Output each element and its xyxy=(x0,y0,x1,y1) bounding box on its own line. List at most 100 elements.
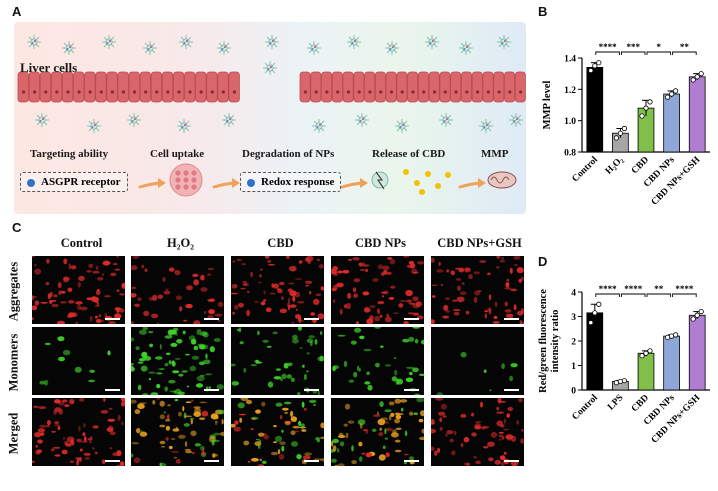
cell-nucleus xyxy=(144,90,148,94)
cell-spot xyxy=(475,421,482,424)
significance-label: * xyxy=(657,42,662,52)
cell-spot xyxy=(405,289,413,297)
scale-bar xyxy=(404,460,419,462)
cell-spot xyxy=(278,453,285,460)
step-degradation-label: Degradation of NPs xyxy=(242,148,335,160)
cell-spot xyxy=(510,363,518,368)
cell-spot xyxy=(371,428,377,432)
cell-spot xyxy=(445,310,450,313)
bar xyxy=(688,76,706,153)
vesicle xyxy=(175,170,181,176)
cell-spot xyxy=(262,299,267,302)
cell-spot xyxy=(188,335,196,341)
cell-spot xyxy=(306,352,310,355)
cell-spot xyxy=(167,414,170,420)
y-axis-label: MMP level xyxy=(542,81,553,130)
cell-spot xyxy=(44,379,49,386)
cell-spot xyxy=(238,302,244,308)
cell-spot xyxy=(267,381,274,388)
cell-spot xyxy=(392,429,397,436)
cell-spot xyxy=(463,462,471,466)
cell-spot xyxy=(94,304,101,307)
cell-spot xyxy=(379,427,382,431)
cell-spot xyxy=(131,286,137,289)
cell-spot xyxy=(292,268,295,271)
cell-spot xyxy=(250,271,253,278)
cell-spot xyxy=(481,425,490,429)
cell-spot xyxy=(88,379,95,383)
nanoparticle-icon xyxy=(497,35,511,49)
cell-spot xyxy=(518,278,522,283)
cell-spot xyxy=(513,256,521,260)
cell-spot xyxy=(408,336,415,342)
scale-bar xyxy=(204,460,219,462)
cell-fluorescence-image xyxy=(131,256,224,324)
cell-spot xyxy=(301,401,305,408)
cell-spot xyxy=(106,427,114,433)
cell-spot xyxy=(348,379,355,383)
nanoparticle-icon xyxy=(479,119,493,133)
cell-spot xyxy=(95,289,101,296)
cell-spot xyxy=(32,305,38,311)
data-point xyxy=(639,113,645,119)
cell-spot xyxy=(337,448,340,453)
cell-spot xyxy=(172,370,180,374)
cell-spot xyxy=(280,378,283,381)
cell-spot xyxy=(374,327,381,329)
cell-spot xyxy=(103,398,106,402)
cell-spot xyxy=(343,360,348,367)
cell-spot xyxy=(209,309,214,314)
liver-cell xyxy=(28,71,41,103)
cell-spot xyxy=(410,268,418,274)
step-arrow-icon xyxy=(340,181,364,189)
nanoparticle-icon xyxy=(347,35,361,49)
cell-spot xyxy=(299,347,303,349)
cell-spot xyxy=(207,267,214,271)
bar xyxy=(663,335,680,391)
cell-spot xyxy=(196,329,200,336)
cell-spot xyxy=(291,441,298,447)
cell-spot xyxy=(366,371,370,375)
cell-spot xyxy=(460,413,467,418)
cell-spot xyxy=(131,321,134,324)
cell-spot xyxy=(440,284,443,286)
data-point xyxy=(643,105,649,111)
cell-spot xyxy=(373,414,381,417)
cell-spot xyxy=(82,432,86,437)
cell-spot xyxy=(290,410,294,417)
significance-label: ** xyxy=(680,42,690,52)
cell-spot xyxy=(494,301,498,307)
cell-spot xyxy=(372,278,379,282)
data-point xyxy=(588,67,594,74)
cell-spot xyxy=(263,434,269,440)
cell-spot xyxy=(260,301,266,306)
arrow-head xyxy=(360,178,368,188)
cell-spot xyxy=(193,411,201,417)
y-tick-label: 1.0 xyxy=(564,117,576,127)
cell-fluorescence-image xyxy=(331,398,424,466)
cell-spot xyxy=(184,415,193,418)
cell-spot xyxy=(54,399,61,404)
data-point xyxy=(592,310,598,316)
cell-spot xyxy=(308,399,317,404)
cell-spot xyxy=(250,428,254,430)
cell-spot xyxy=(345,432,349,439)
scale-bar xyxy=(204,318,219,320)
liver-cell xyxy=(450,71,462,103)
cell-spot xyxy=(438,411,446,416)
asgpr-receptor-box: ASGPR receptor xyxy=(20,172,128,192)
cell-spot xyxy=(419,373,424,376)
cell-spot xyxy=(185,401,192,403)
data-point xyxy=(698,308,704,315)
cell-spot xyxy=(141,264,144,269)
cell-spot xyxy=(305,284,309,287)
cell-spot xyxy=(257,443,261,450)
cell-spot xyxy=(131,399,137,404)
x-tick-label: H₂O₂ xyxy=(604,155,626,177)
cell-spot xyxy=(319,355,324,362)
col-head-h2o2: H₂O₂ xyxy=(167,236,194,250)
cell-spot xyxy=(501,363,505,370)
cell-nucleus xyxy=(44,90,48,94)
cell-spot xyxy=(440,403,447,410)
cell-spot xyxy=(516,267,524,274)
